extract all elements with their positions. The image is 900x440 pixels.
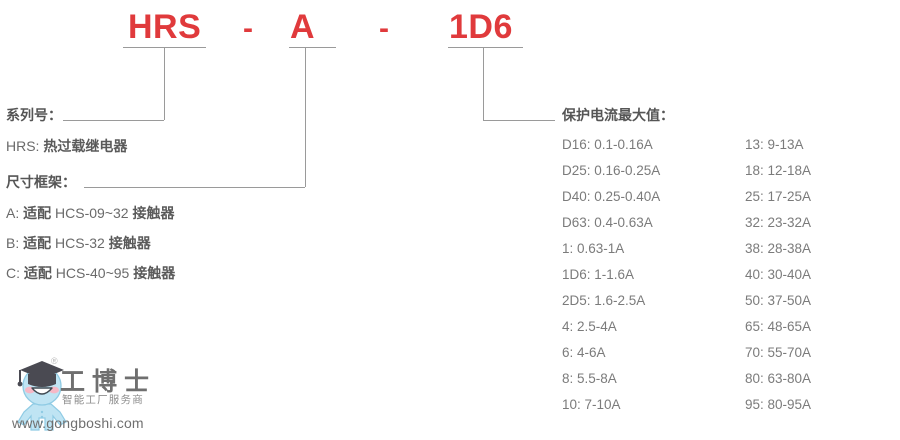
series-entry-0: HRS: 热过载继电器 <box>6 136 127 156</box>
rating-item: D16: 0.1-0.16A <box>562 137 653 152</box>
series-entry-0-prefix: HRS: <box>6 138 44 154</box>
rating-item: 2D5: 1.6-2.5A <box>562 293 646 308</box>
frame-size-entry-1-mid: HCS-32 <box>51 235 109 251</box>
rating-item: 1: 0.63-1A <box>562 241 625 256</box>
rating-item: 1D6: 1-1.6A <box>562 267 635 282</box>
brand-tagline: 智能工厂服务商 <box>62 394 144 406</box>
rating-item: D40: 0.25-0.40A <box>562 189 661 204</box>
series-heading: 系列号： <box>6 107 62 123</box>
series-entry-0-bold: 热过载继电器 <box>43 138 128 154</box>
leader-drop-frame <box>305 47 306 187</box>
leader-underline-frame <box>289 47 336 48</box>
rating-item: 13: 9-13A <box>745 137 804 152</box>
rating-item: 40: 30-40A <box>745 267 812 282</box>
leader-arm-frame <box>84 187 305 188</box>
rating-item: 32: 23-32A <box>745 215 812 230</box>
gongboshi-mascot-icon <box>17 361 67 431</box>
frame-size-entry-2-bold: 适配 <box>23 265 52 281</box>
brand-name-cn: 工博士 <box>60 367 157 396</box>
code-dash-1: - <box>243 12 253 45</box>
frame-size-entry-1-bold: 适配 <box>23 235 52 251</box>
frame-size-entry-2: C: 适配 HCS-40~95 接触器 <box>6 263 175 283</box>
rating-item: D63: 0.4-0.63A <box>562 215 653 230</box>
rating-item: 18: 12-18A <box>745 163 812 178</box>
rating-item: 65: 48-65A <box>745 319 812 334</box>
rating-item: 80: 63-80A <box>745 371 812 386</box>
rating-item: 4: 2.5-4A <box>562 319 617 334</box>
brand-url: www.gongboshi.com <box>12 415 144 431</box>
code-part-current: 1D6 <box>449 8 513 46</box>
leader-drop-series <box>164 47 165 120</box>
rating-item: 10: 7-10A <box>562 397 621 412</box>
frame-size-entry-1-bold2: 接触器 <box>108 235 151 251</box>
rating-item: 6: 4-6A <box>562 345 606 360</box>
frame-size-entry-0: A: 适配 HCS-09~32 接触器 <box>6 203 174 223</box>
leader-drop-current <box>483 47 484 120</box>
leader-underline-current <box>448 47 523 48</box>
frame-size-entry-2-mid: HCS-40~95 <box>51 265 134 281</box>
rating-item: 50: 37-50A <box>745 293 812 308</box>
code-part-series: HRS <box>128 8 202 46</box>
frame-size-entry-1: B: 适配 HCS-32 接触器 <box>6 233 151 253</box>
frame-size-entry-1-prefix: B: <box>6 235 24 251</box>
frame-size-entry-0-mid: HCS-09~32 <box>51 205 133 221</box>
frame-size-entry-0-prefix: A: <box>6 205 24 221</box>
code-dash-2: - <box>379 12 389 45</box>
rating-item: 70: 55-70A <box>745 345 812 360</box>
registered-mark: ® <box>51 356 58 366</box>
rating-item: 38: 28-38A <box>745 241 812 256</box>
rating-item: 25: 17-25A <box>745 189 812 204</box>
rating-item: D25: 0.16-0.25A <box>562 163 661 178</box>
frame-size-entry-0-bold2: 接触器 <box>132 205 175 221</box>
frame-size-entry-0-bold: 适配 <box>23 205 52 221</box>
frame-size-heading: 尺寸框架： <box>6 174 76 190</box>
frame-size-entry-2-prefix: C: <box>6 265 24 281</box>
protection-current-heading: 保护电流最大值： <box>562 107 674 123</box>
code-part-frame: A <box>290 8 316 46</box>
leader-arm-current <box>483 120 555 121</box>
rating-item: 8: 5.5-8A <box>562 371 617 386</box>
rating-item: 95: 80-95A <box>745 397 812 412</box>
frame-size-entry-2-bold2: 接触器 <box>133 265 176 281</box>
leader-arm-series <box>63 120 164 121</box>
